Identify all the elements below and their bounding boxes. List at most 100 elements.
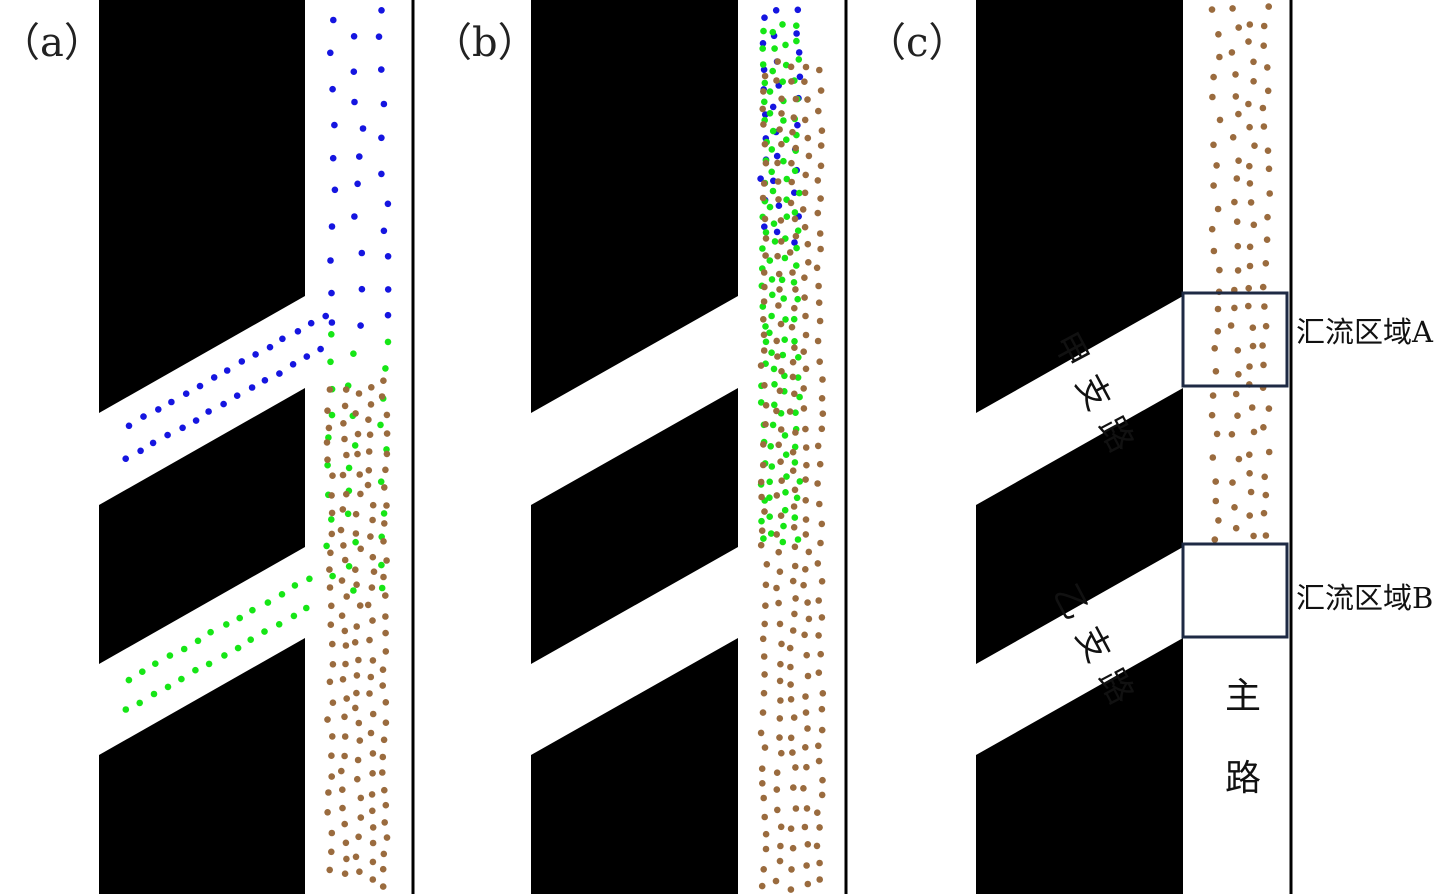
- pedestrian-dot-icon: [773, 152, 781, 160]
- pedestrian-dot-icon: [816, 500, 823, 508]
- main-road-label-2: 路: [1225, 758, 1261, 799]
- pedestrian-dot-icon: [801, 631, 808, 639]
- pedestrian-dot-icon: [768, 168, 775, 176]
- pedestrian-dot-icon: [773, 77, 780, 84]
- pedestrian-dot-icon: [790, 784, 797, 791]
- pedestrian-dot-icon: [357, 545, 365, 553]
- panel-b: [531, 0, 848, 894]
- pedestrian-dot-icon: [366, 431, 374, 439]
- pedestrian-dot-icon: [1246, 451, 1253, 459]
- pedestrian-dot-icon: [790, 315, 798, 323]
- pedestrian-dot-icon: [192, 417, 200, 424]
- pedestrian-dot-icon: [329, 154, 337, 162]
- panel-c: 汇流区域A 汇流区域B 甲 支 路 乙 支 路 主 路: [976, 0, 1434, 894]
- pedestrian-dot-icon: [1232, 524, 1240, 532]
- pedestrian-dot-icon: [804, 96, 811, 103]
- pedestrian-dot-icon: [355, 656, 362, 664]
- pedestrian-dot-icon: [815, 742, 822, 750]
- pedestrian-dot-icon: [339, 506, 347, 513]
- pedestrian-dot-icon: [761, 382, 768, 389]
- pedestrian-dot-icon: [762, 338, 770, 346]
- pedestrian-dot-icon: [796, 478, 804, 485]
- pedestrian-dot-icon: [814, 337, 822, 345]
- pedestrian-dot-icon: [776, 857, 784, 865]
- pedestrian-dot-icon: [774, 159, 781, 167]
- pedestrian-dot-icon: [776, 715, 784, 722]
- pedestrian-dot-icon: [776, 734, 783, 741]
- pedestrian-dot-icon: [378, 393, 386, 400]
- pedestrian-dot-icon: [780, 295, 787, 302]
- pedestrian-dot-icon: [1246, 262, 1254, 270]
- pedestrian-dot-icon: [379, 883, 387, 890]
- pedestrian-dot-icon: [1216, 53, 1223, 61]
- pedestrian-dot-icon: [150, 690, 158, 698]
- pedestrian-dot-icon: [354, 180, 361, 188]
- pedestrian-dot-icon: [369, 770, 376, 777]
- pedestrian-dot-icon: [788, 159, 795, 167]
- pedestrian-dot-icon: [1249, 342, 1257, 350]
- pedestrian-dot-icon: [353, 689, 360, 697]
- pedestrian-dot-icon: [819, 690, 827, 697]
- pedestrian-dot-icon: [369, 657, 377, 664]
- pedestrian-dot-icon: [1246, 162, 1253, 170]
- pedestrian-dot-icon: [758, 493, 765, 501]
- pedestrian-dot-icon: [762, 252, 769, 259]
- pedestrian-dot-icon: [294, 328, 302, 335]
- pedestrian-dot-icon: [1209, 392, 1217, 399]
- pedestrian-dot-icon: [788, 323, 796, 331]
- pedestrian-dot-icon: [760, 121, 767, 128]
- pedestrian-dot-icon: [777, 823, 785, 831]
- pedestrian-dot-icon: [1264, 147, 1272, 154]
- pedestrian-dot-icon: [220, 400, 227, 408]
- pedestrian-dot-icon: [778, 640, 785, 648]
- pedestrian-dot-icon: [328, 829, 336, 837]
- pedestrian-dot-icon: [355, 390, 363, 397]
- pedestrian-dot-icon: [762, 830, 770, 838]
- pedestrian-dot-icon: [773, 337, 780, 345]
- pedestrian-dot-icon: [791, 486, 799, 494]
- pedestrian-dot-icon: [351, 98, 358, 106]
- pedestrian-dot-icon: [770, 220, 778, 227]
- pedestrian-dot-icon: [1232, 390, 1240, 398]
- pedestrian-dot-icon: [781, 506, 789, 514]
- pedestrian-dot-icon: [763, 561, 771, 568]
- pedestrian-dot-icon: [166, 652, 174, 659]
- building-block-bottom-c: [976, 638, 1183, 894]
- pedestrian-dot-icon: [771, 238, 779, 245]
- pedestrian-dot-icon: [380, 100, 388, 108]
- pedestrian-dot-icon: [802, 497, 809, 504]
- pedestrian-dot-icon: [331, 186, 339, 194]
- crowd-dots-b: [757, 6, 827, 893]
- pedestrian-dot-icon: [328, 223, 336, 230]
- branch-b-label-2: 支: [1067, 620, 1118, 669]
- pedestrian-dot-icon: [780, 117, 787, 124]
- pedestrian-dot-icon: [382, 365, 389, 372]
- pedestrian-dot-icon: [771, 381, 778, 388]
- pedestrian-dot-icon: [779, 21, 786, 28]
- pedestrian-dot-icon: [771, 401, 778, 409]
- pedestrian-dot-icon: [291, 582, 299, 589]
- pedestrian-dot-icon: [1245, 100, 1252, 108]
- pedestrian-dot-icon: [1264, 64, 1271, 71]
- pedestrian-dot-icon: [359, 125, 367, 132]
- pedestrian-dot-icon: [1234, 347, 1242, 354]
- pedestrian-dot-icon: [801, 189, 809, 197]
- pedestrian-dot-icon: [1234, 267, 1242, 274]
- pedestrian-dot-icon: [816, 66, 823, 74]
- pedestrian-dot-icon: [775, 270, 783, 278]
- pedestrian-dot-icon: [351, 213, 358, 220]
- pedestrian-dot-icon: [1247, 488, 1255, 496]
- pedestrian-dot-icon: [328, 509, 336, 517]
- pedestrian-dot-icon: [369, 876, 377, 883]
- pedestrian-dot-icon: [324, 809, 331, 816]
- pedestrian-dot-icon: [761, 223, 768, 230]
- pedestrian-dot-icon: [326, 386, 334, 393]
- pedestrian-dot-icon: [339, 471, 347, 479]
- pedestrian-dot-icon: [149, 439, 157, 447]
- pedestrian-dot-icon: [380, 850, 388, 858]
- pedestrian-dot-icon: [328, 331, 335, 338]
- pedestrian-dot-icon: [364, 481, 372, 489]
- pedestrian-dot-icon: [792, 764, 799, 771]
- pedestrian-dot-icon: [792, 429, 799, 436]
- pedestrian-dot-icon: [799, 206, 807, 213]
